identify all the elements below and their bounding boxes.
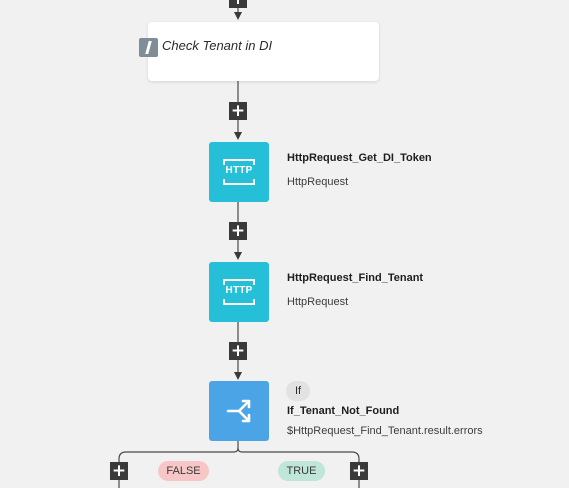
condition-expression: $HttpRequest_Find_Tenant.result.errors	[287, 425, 483, 437]
http-icon-text: HTTP	[225, 165, 253, 176]
branch-label-false: FALSE	[158, 461, 209, 481]
plus-icon: +	[230, 340, 246, 361]
node-title-if-tenant-not-found[interactable]: If_Tenant_Not_Found	[287, 405, 400, 417]
node-title-get-di-token[interactable]: HttpRequest_Get_DI_Token	[287, 152, 432, 164]
note-icon	[139, 38, 158, 57]
plus-icon: +	[351, 460, 367, 481]
condition-node-icon[interactable]	[209, 381, 269, 441]
note-card[interactable]	[148, 22, 379, 81]
http-node-icon-get-di-token[interactable]: HTTP	[209, 142, 269, 202]
add-step-button-top[interactable]: +	[229, 0, 247, 8]
if-badge: If	[286, 381, 310, 401]
node-title-find-tenant[interactable]: HttpRequest_Find_Tenant	[287, 272, 424, 284]
add-step-button-1[interactable]: +	[229, 102, 247, 120]
connector-branch-true	[237, 447, 360, 462]
add-step-button-false-branch[interactable]: +	[110, 462, 128, 480]
branch-split-icon	[226, 399, 251, 423]
http-icon-text: HTTP	[225, 285, 253, 296]
node-type-find-tenant: HttpRequest	[287, 296, 349, 308]
branch-label-true: TRUE	[278, 461, 325, 481]
http-icon: HTTP	[223, 279, 255, 305]
add-step-button-3[interactable]: +	[229, 342, 247, 360]
add-step-button-true-branch[interactable]: +	[350, 462, 368, 480]
node-type-get-di-token: HttpRequest	[287, 176, 349, 188]
plus-icon: +	[230, 100, 246, 121]
plus-icon: +	[231, 0, 245, 8]
plus-icon: +	[230, 220, 246, 241]
connector-branch-false	[118, 441, 239, 462]
add-step-button-2[interactable]: +	[229, 222, 247, 240]
note-text: Check Tenant in DI	[162, 38, 273, 53]
http-node-icon-find-tenant[interactable]: HTTP	[209, 262, 269, 322]
http-icon: HTTP	[223, 159, 255, 185]
plus-icon: +	[111, 460, 127, 481]
